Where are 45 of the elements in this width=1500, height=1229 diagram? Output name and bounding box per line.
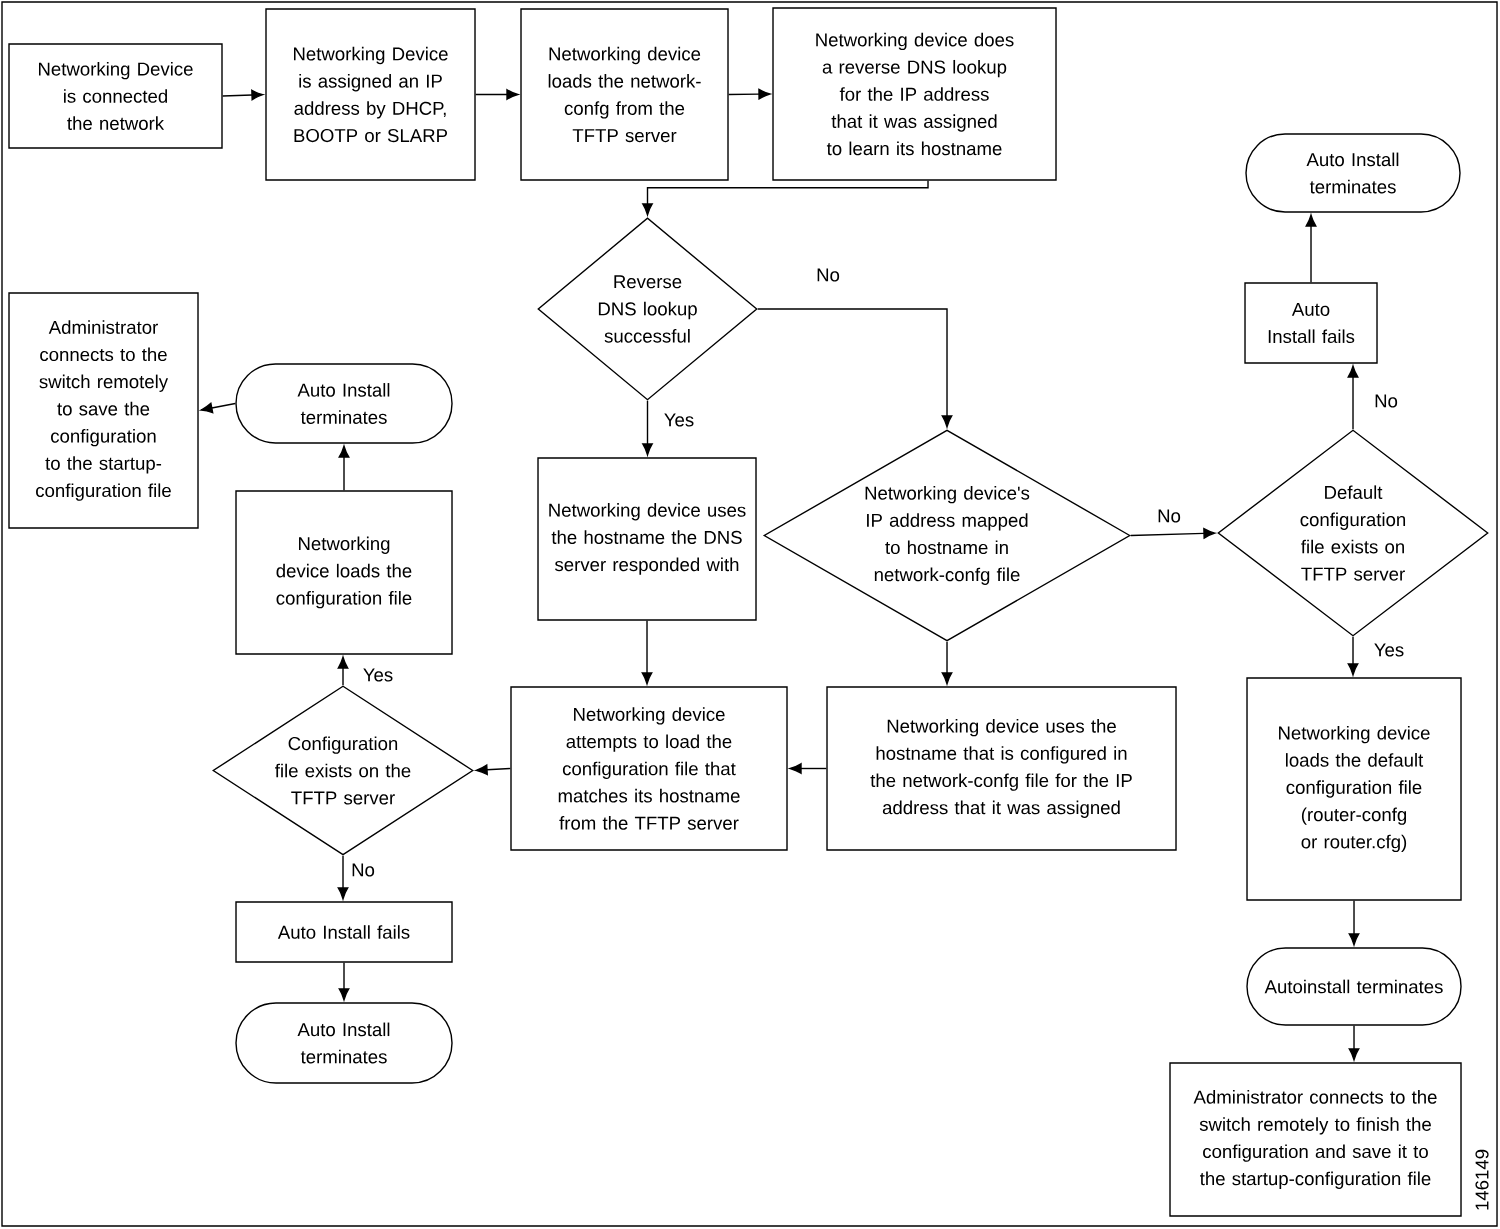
terminator-box: Auto Install terminates xyxy=(1245,133,1461,213)
arrow xyxy=(222,89,264,101)
process-box: Networking device uses the hostname the DNS server responded with xyxy=(537,457,757,621)
process-box: Networking device loads the default configuration file (router-confg or router.cfg) xyxy=(1246,677,1462,901)
arrow xyxy=(1130,528,1216,539)
arrow xyxy=(789,763,827,774)
arrow xyxy=(475,89,519,100)
process-box: Auto Install fails xyxy=(1244,282,1378,364)
process-box: Networking device does a reverse DNS lookup for the IP address that it was assigned to learn its hostname xyxy=(772,7,1057,181)
terminator-box: Autoinstall terminates xyxy=(1246,947,1462,1026)
arrow xyxy=(1347,636,1359,676)
arrow xyxy=(641,620,653,685)
edge-label: Yes xyxy=(661,411,697,429)
arrow xyxy=(1348,1025,1360,1061)
arrow xyxy=(941,641,953,685)
edge-label: No xyxy=(814,266,842,284)
arrow xyxy=(337,656,349,686)
edge-label: No xyxy=(1372,392,1400,410)
terminator-box: Auto Install terminates xyxy=(235,1002,453,1084)
process-box: Networking Device is assigned an IP address by DHCP, BOOTP or SLARP xyxy=(265,8,476,181)
arrow xyxy=(642,400,653,456)
process-box: Networking device loads the network-confg from the TFTP server xyxy=(520,8,729,181)
process-box: Networking device uses the hostname that is configured in the network-confg file for the IP address that it was assigned xyxy=(826,686,1177,851)
terminator-box: Auto Install terminates xyxy=(235,363,453,444)
arrow xyxy=(475,764,511,776)
arrow xyxy=(1347,365,1359,430)
arrow xyxy=(200,402,236,414)
edge-label: Yes xyxy=(360,666,396,684)
arrow xyxy=(757,308,953,428)
process-box: Networking Device is connected the network xyxy=(8,43,223,149)
edge-label: Yes xyxy=(1371,641,1407,659)
edge-label: No xyxy=(1155,507,1183,525)
arrow xyxy=(337,855,349,900)
arrow xyxy=(1348,900,1360,946)
process-box: Networking device loads the configuration file xyxy=(235,490,453,655)
arrow xyxy=(338,962,350,1001)
edge-label: No xyxy=(349,861,377,879)
arrow xyxy=(642,180,929,216)
process-box: Networking device attempts to load the configuration file that matches its hostname from the TFTP server xyxy=(510,686,788,851)
arrow xyxy=(338,445,350,491)
process-box: Auto Install fails xyxy=(235,901,453,963)
process-box: Administrator connects to the switch remotely to finish the configuration and save it to the startup-configuration file xyxy=(1169,1062,1462,1217)
arrow xyxy=(728,88,771,100)
arrow xyxy=(1305,214,1317,283)
process-box: Administrator connects to the switch remotely to save the configuration to the startup-configuration file xyxy=(8,292,199,529)
